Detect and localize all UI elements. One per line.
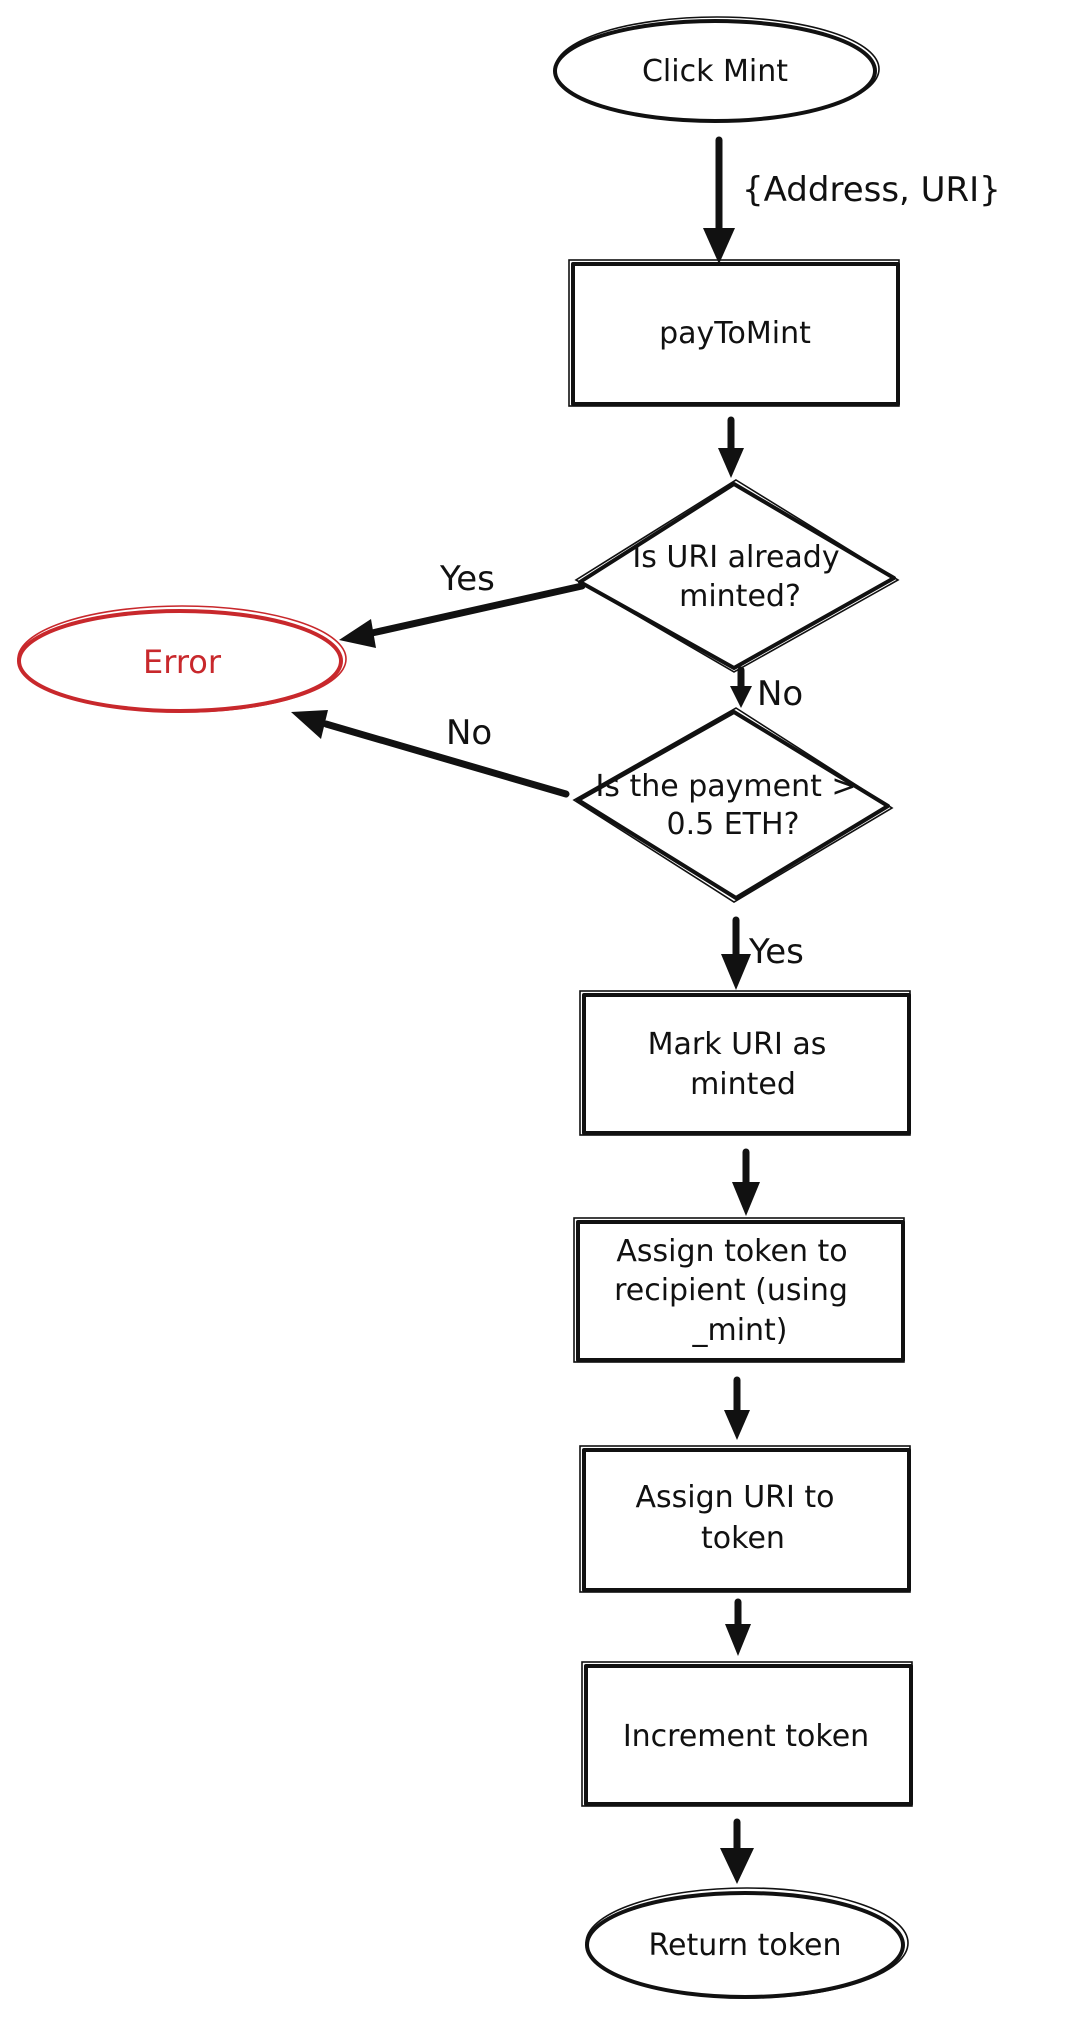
edge-assign-uri-to-increment xyxy=(725,1598,751,1656)
edge-label-payment-yes: Yes xyxy=(748,932,804,972)
increment-token-node: Increment token xyxy=(581,1661,913,1807)
decision-uri-line-2: minted? xyxy=(679,579,801,614)
decision-uri-line-1: Is URI already xyxy=(632,540,839,575)
edge-label-uri-no: No xyxy=(757,674,803,714)
edge-label-address-uri: {Address, URI} xyxy=(742,170,1001,210)
assign-token-line-1: Assign token to xyxy=(616,1234,847,1269)
end-node-label: Return token xyxy=(649,1928,842,1963)
mark-uri-line-2: minted xyxy=(690,1067,796,1102)
pay-to-mint-node: payToMint xyxy=(568,259,900,407)
decision-payment-line-1: Is the payment > xyxy=(595,769,856,804)
assign-token-line-2: recipient (using xyxy=(614,1273,848,1308)
assign-token-line-3: _mint) xyxy=(691,1313,787,1348)
error-node-label: Error xyxy=(143,643,222,681)
assign-uri-node: Assign URI to token xyxy=(579,1445,911,1593)
edge-start-to-pay: {Address, URI} xyxy=(703,136,1001,264)
mark-uri-node: Mark URI as minted xyxy=(579,990,911,1136)
decision-payment-node: Is the payment > 0.5 ETH? xyxy=(572,707,894,903)
start-node-label: Click Mint xyxy=(642,54,788,89)
edge-mark-to-assign-token xyxy=(732,1148,760,1216)
pay-to-mint-label: payToMint xyxy=(659,316,811,351)
edge-label-payment-no: No xyxy=(446,713,492,753)
assign-uri-line-1: Assign URI to xyxy=(635,1480,834,1515)
edge-payment-no-to-error: No xyxy=(291,710,570,798)
edge-assign-token-to-assign-uri xyxy=(724,1376,750,1440)
edge-label-uri-yes: Yes xyxy=(439,559,495,599)
end-node: Return token xyxy=(585,1887,909,1999)
edge-increment-to-return xyxy=(720,1818,754,1884)
decision-uri-minted-node: Is URI already minted? xyxy=(574,479,900,673)
edge-uri-no-to-payment: No xyxy=(730,666,803,714)
assign-uri-line-2: token xyxy=(701,1521,785,1556)
edge-uri-yes-to-error: Yes xyxy=(339,559,586,648)
increment-token-label: Increment token xyxy=(623,1719,869,1754)
assign-token-node: Assign token to recipient (using _mint) xyxy=(573,1217,905,1363)
edge-payment-yes-to-mark: Yes xyxy=(721,916,804,990)
edge-pay-to-decision xyxy=(718,416,744,478)
start-node: Click Mint xyxy=(553,16,880,123)
decision-payment-line-2: 0.5 ETH? xyxy=(666,807,799,842)
error-node: Error xyxy=(17,605,347,713)
mark-uri-line-1: Mark URI as xyxy=(648,1027,827,1062)
